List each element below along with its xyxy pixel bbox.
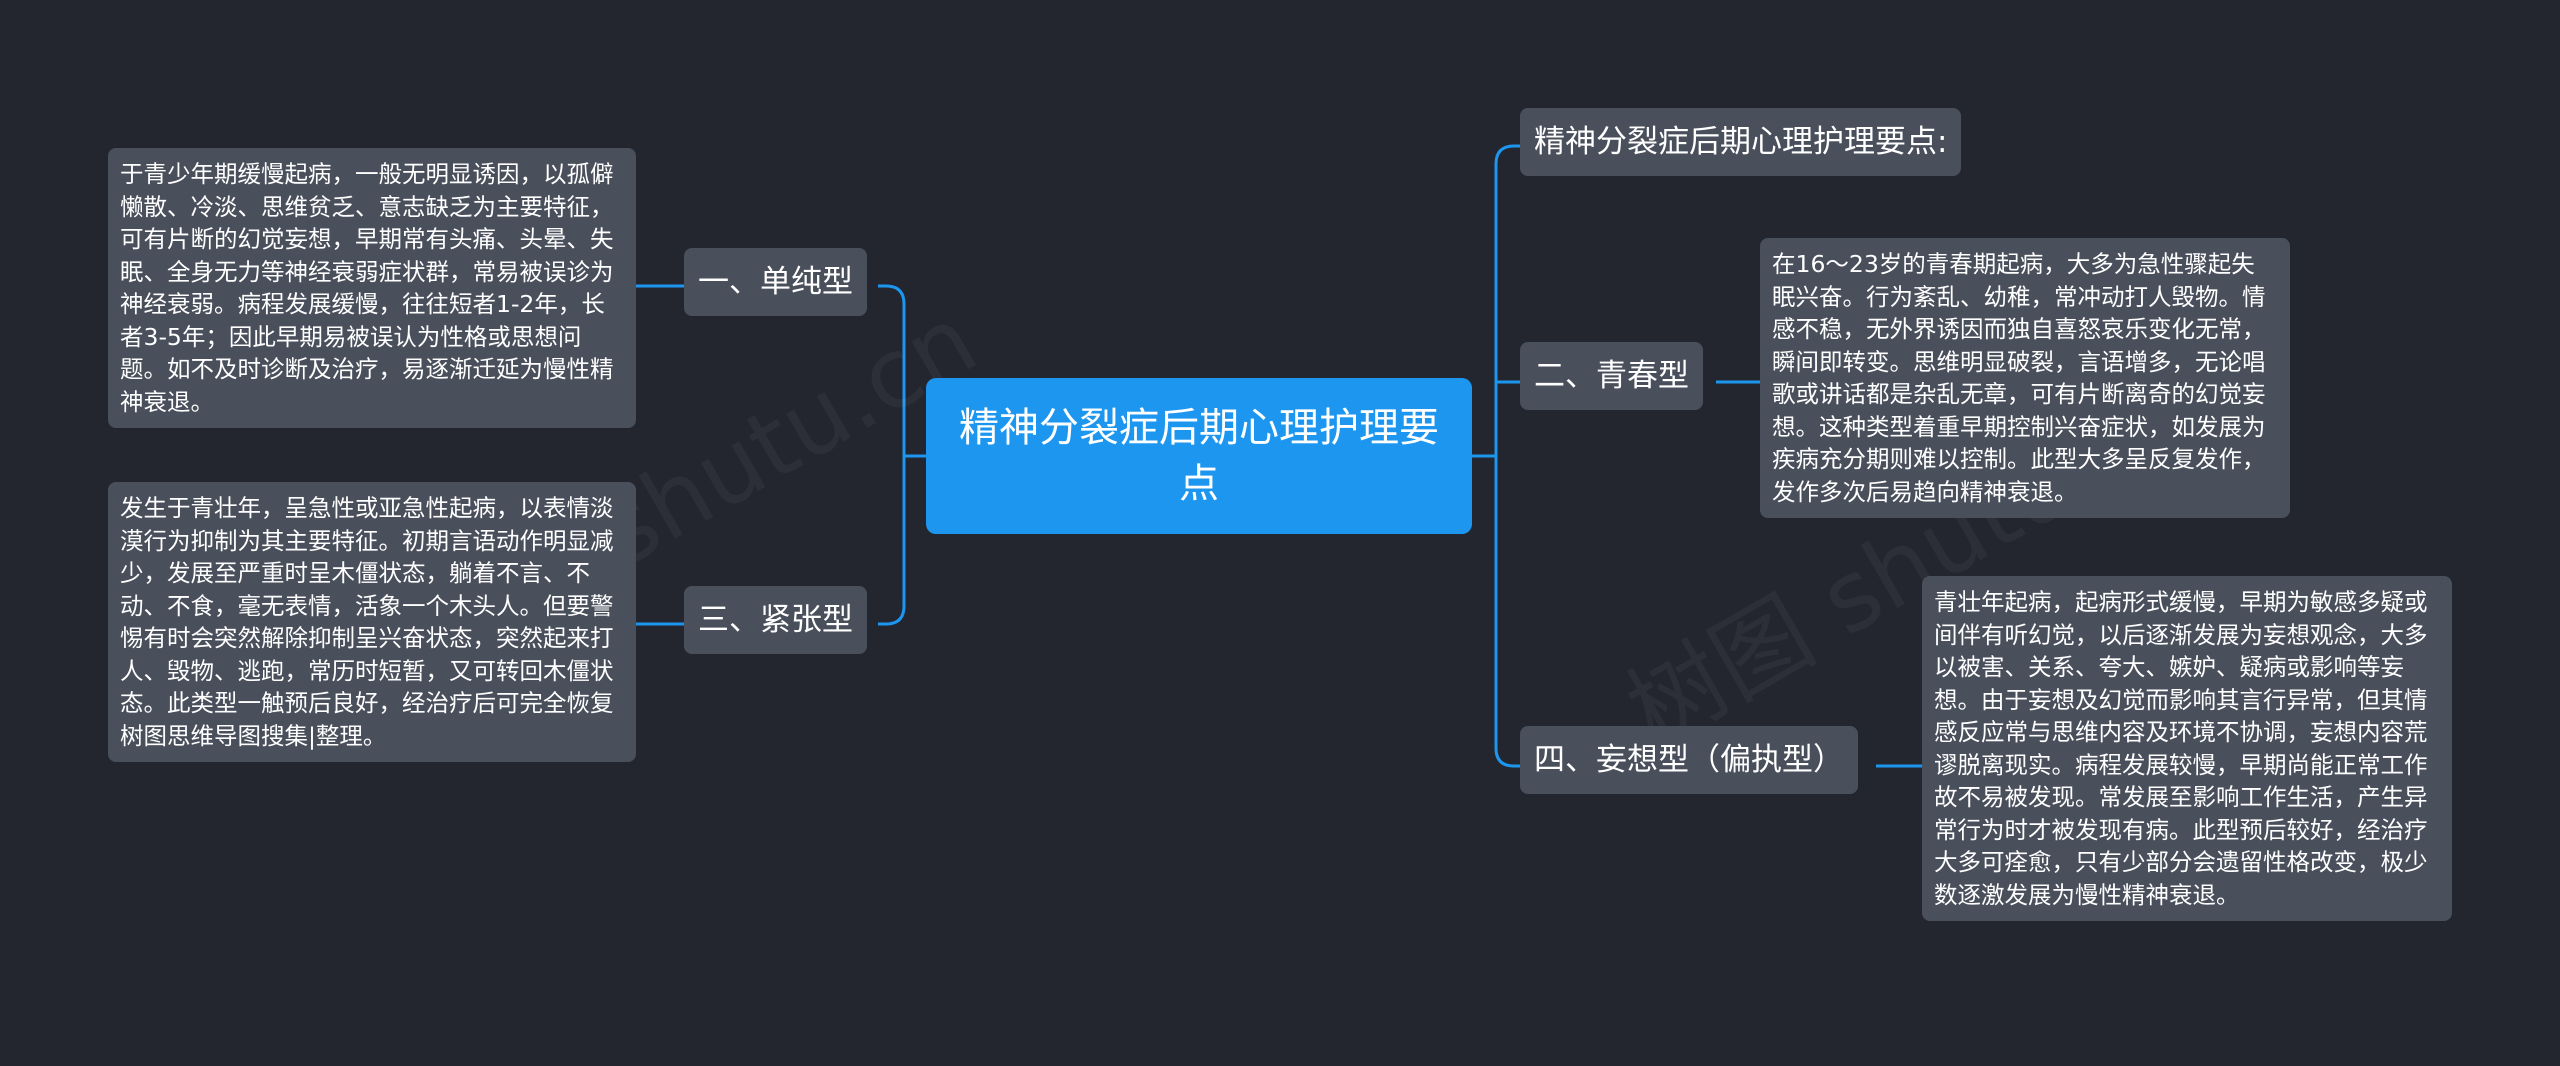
detail-wangxiang-text: 青壮年起病，起病形式缓慢，早期为敏感多疑或间伴有听幻觉，以后逐渐发展为妄想观念，… bbox=[1934, 588, 2428, 909]
detail-danchun-text: 于青少年期缓慢起病，一般无明显诱因，以孤僻懒散、冷淡、思维贫乏、意志缺乏为主要特… bbox=[120, 160, 614, 416]
root-node[interactable]: 精神分裂症后期心理护理要点 bbox=[926, 378, 1472, 534]
intro-label: 精神分裂症后期心理护理要点: bbox=[1534, 124, 1948, 160]
connector-right-branch4 bbox=[1494, 456, 1520, 768]
branch-wangxiang-label: 四、妄想型（偏执型） bbox=[1534, 742, 1844, 778]
detail-danchun[interactable]: 于青少年期缓慢起病，一般无明显诱因，以孤僻懒散、冷淡、思维贫乏、意志缺乏为主要特… bbox=[108, 148, 636, 428]
branch-danchun[interactable]: 一、单纯型 bbox=[684, 248, 867, 316]
intro-node[interactable]: 精神分裂症后期心理护理要点: bbox=[1520, 108, 1962, 176]
branch-jinzhang[interactable]: 三、紧张型 bbox=[684, 586, 867, 654]
detail-jinzhang[interactable]: 发生于青壮年，呈急性或亚急性起病，以表情淡漠行为抑制为其主要特征。初期言语动作明… bbox=[108, 482, 636, 762]
branch-qingchun[interactable]: 二、青春型 bbox=[1520, 342, 1703, 410]
branch-wangxiang[interactable]: 四、妄想型（偏执型） bbox=[1520, 726, 1858, 794]
detail-qingchun[interactable]: 在16～23岁的青春期起病，大多为急性骤起失眠兴奋。行为紊乱、幼稚，常冲动打人毁… bbox=[1760, 238, 2290, 518]
connector-right-intro bbox=[1494, 144, 1520, 456]
branch-danchun-label: 一、单纯型 bbox=[698, 264, 853, 300]
root-title: 精神分裂症后期心理护理要点 bbox=[959, 405, 1439, 507]
detail-wangxiang[interactable]: 青壮年起病，起病形式缓慢，早期为敏感多疑或间伴有听幻觉，以后逐渐发展为妄想观念，… bbox=[1922, 576, 2452, 921]
detail-qingchun-text: 在16～23岁的青春期起病，大多为急性骤起失眠兴奋。行为紊乱、幼稚，常冲动打人毁… bbox=[1772, 250, 2266, 506]
connector-left-branch1 bbox=[878, 284, 906, 456]
detail-jinzhang-text: 发生于青壮年，呈急性或亚急性起病，以表情淡漠行为抑制为其主要特征。初期言语动作明… bbox=[120, 494, 614, 750]
branch-qingchun-label: 二、青春型 bbox=[1534, 358, 1689, 394]
branch-jinzhang-label: 三、紧张型 bbox=[698, 602, 853, 638]
connector-left-branch3 bbox=[878, 456, 906, 626]
